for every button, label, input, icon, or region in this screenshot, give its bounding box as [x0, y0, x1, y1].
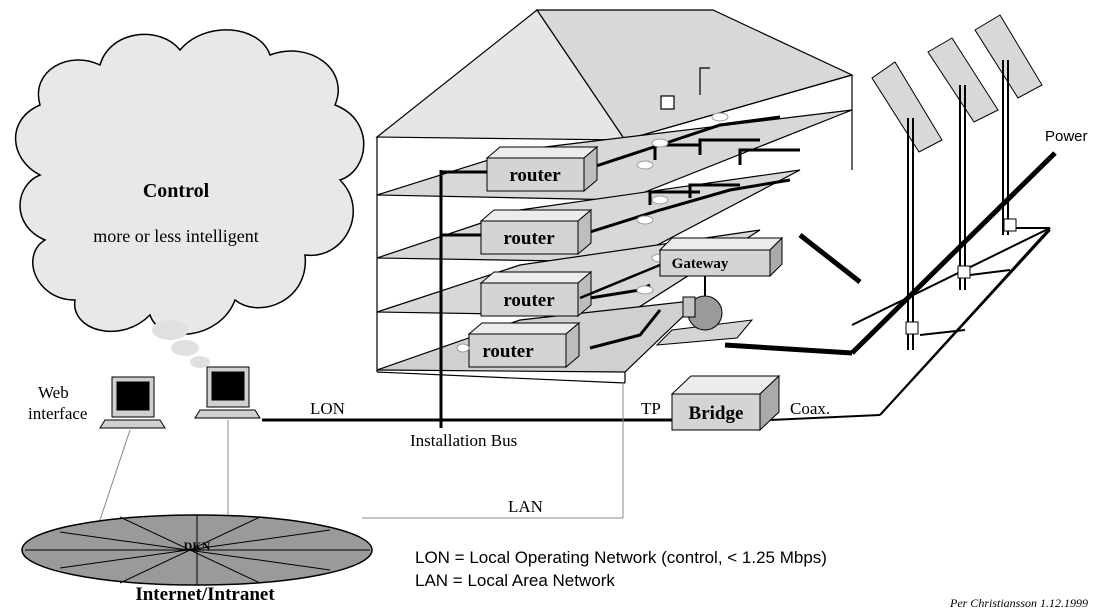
router-2-label: router [503, 228, 555, 249]
dkn-disc: DKN [21, 514, 373, 586]
legend-lan: LAN = Local Area Network [415, 571, 615, 590]
internet-label: Internet/Intranet [135, 584, 275, 605]
router-3-label: router [503, 290, 555, 311]
power-label: Power [1045, 128, 1088, 145]
lan-label: LAN [508, 497, 543, 516]
router-1: router [485, 145, 599, 193]
roof-sensor [660, 95, 675, 110]
pole-2 [927, 37, 999, 290]
legend-lon: LON = Local Operating Network (control, … [415, 548, 827, 567]
cloud-title: Control [143, 180, 210, 202]
dkn-label: DKN [184, 539, 211, 553]
router-2: router [479, 208, 593, 256]
power-grid [850, 151, 1057, 416]
pole-1 [871, 61, 943, 350]
bridge-label: Bridge [689, 403, 744, 424]
motor-device [655, 276, 754, 346]
web-label-line1: Web [38, 383, 69, 402]
building [375, 9, 854, 384]
cloud-wisps [152, 320, 210, 368]
coax-label: Coax. [790, 399, 830, 418]
bus-lines [99, 229, 1051, 521]
bridge-box: Bridge [670, 374, 781, 432]
pc-computer-icon [194, 366, 261, 419]
cloud-subtitle: more or less intelligent [93, 226, 258, 246]
gateway-box: Gateway [658, 236, 784, 278]
tp-label: TP [641, 399, 661, 418]
router-4-label: router [482, 341, 534, 362]
power-feeds [724, 233, 862, 356]
web-label-line2: interface [28, 404, 87, 423]
lon-label: LON [310, 399, 345, 418]
control-cloud: Control more or less intelligent [14, 29, 365, 336]
power-poles [871, 14, 1043, 350]
web-computer-icon [99, 376, 166, 429]
signature: Per Christiansson 1.12.1999 [949, 596, 1088, 609]
installation-bus-label: Installation Bus [410, 431, 517, 450]
gateway-label: Gateway [672, 256, 729, 272]
router-4: router [456, 321, 581, 369]
router-3: router [479, 270, 593, 318]
cloud-shape [14, 29, 365, 336]
pole-3 [974, 14, 1043, 235]
router-1-label: router [509, 165, 561, 186]
floor-wiring [589, 115, 800, 350]
